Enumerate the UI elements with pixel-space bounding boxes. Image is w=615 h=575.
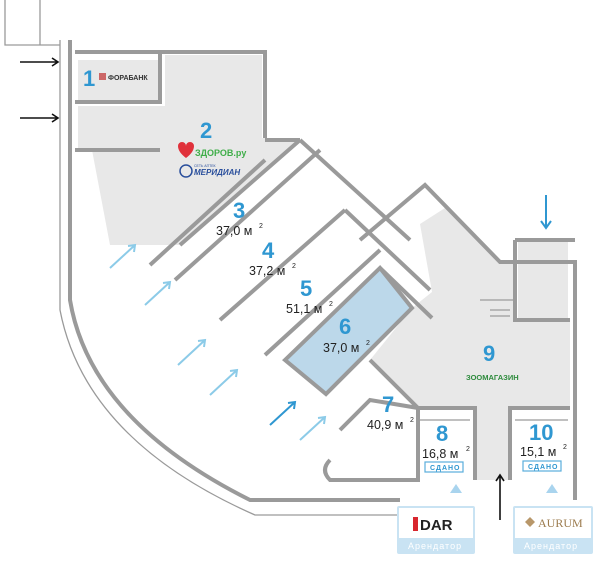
aurum-logo-icon <box>525 517 535 527</box>
room-5-area-sup: 2 <box>329 301 333 308</box>
room-10-area-sup: 2 <box>563 444 567 451</box>
room-10-status-badge: СДАНО <box>522 460 562 472</box>
room-2-tenant: ЗДОРОВ.ру <box>195 148 246 158</box>
dar-logo-icon <box>413 517 418 531</box>
aurum-logo: AURUM <box>538 516 583 530</box>
room-9-tenant: ЗООМАГАЗИН <box>466 373 519 382</box>
room-8-status: СДАНО <box>430 465 461 472</box>
room-4-area: 37,2 м <box>249 264 285 278</box>
room-8-number: 8 <box>436 421 448 446</box>
room-3-area: 37,0 м <box>216 224 252 238</box>
room-6-area: 37,0 м <box>323 341 359 355</box>
tenant-card-dar-label: Арендатор <box>408 541 462 551</box>
room-4-area-sup: 2 <box>292 263 296 270</box>
dar-logo: DAR <box>420 517 453 534</box>
room-6-number: 6 <box>339 314 351 339</box>
room-2-tenant2-sub: СЕТЬ АПТЕК <box>194 164 217 168</box>
room-7-number: 7 <box>382 392 394 417</box>
tenant-card-aurum[interactable]: AURUM Арендатор <box>513 506 593 554</box>
room-10-status: СДАНО <box>528 464 559 471</box>
room-9-area[interactable] <box>370 208 570 480</box>
room-6-area[interactable] <box>285 268 412 394</box>
room-10-number: 10 <box>529 420 553 445</box>
entrance-arrows <box>20 57 558 520</box>
room-2-number: 2 <box>200 118 212 143</box>
room-10-toilet-area <box>518 240 568 318</box>
room-2-tenant2: МЕРИДИАН <box>194 168 240 177</box>
room-3-number: 3 <box>233 198 245 223</box>
room-5-area: 51,1 м <box>286 302 322 316</box>
meridian-logo-icon <box>179 164 193 178</box>
room-8-area-sup: 2 <box>466 446 470 453</box>
walls <box>4 0 577 516</box>
room-7-area: 40,9 м <box>367 418 403 432</box>
room-5-number: 5 <box>300 276 312 301</box>
tenant-card-aurum-label: Арендатор <box>524 541 578 551</box>
room-1-tenant: ФОРАБАНК <box>108 75 148 82</box>
forabank-logo-icon <box>99 73 106 80</box>
room-8-status-badge: СДАНО <box>424 461 464 473</box>
room-7-area-sup: 2 <box>410 417 414 424</box>
heart-logo-icon <box>178 142 194 158</box>
room-9-number: 9 <box>483 341 495 366</box>
room-8-area: 16,8 м <box>422 447 458 461</box>
tenant-card-dar[interactable]: DAR Арендатор <box>397 506 475 554</box>
room-10-area: 15,1 м <box>520 445 556 459</box>
room-1-number: 1 <box>83 66 95 91</box>
room-3-area-sup: 2 <box>259 223 263 230</box>
room-6-area-sup: 2 <box>366 340 370 347</box>
room-4-number: 4 <box>262 238 275 263</box>
room-1-area[interactable] <box>78 60 160 100</box>
